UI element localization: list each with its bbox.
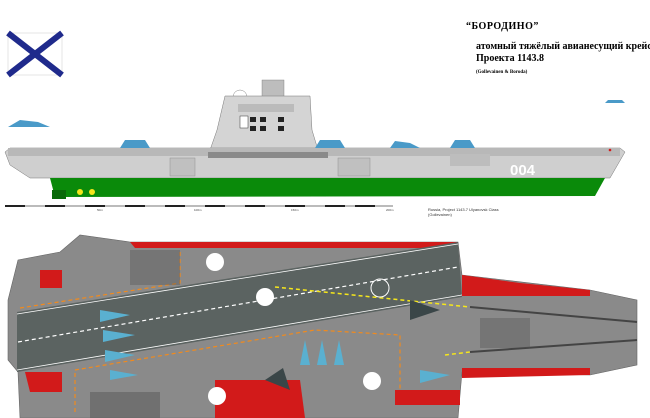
scale-label: 150m [291, 208, 299, 212]
deck-edge-sponsons [25, 242, 590, 418]
deck-parking-grid [90, 250, 530, 418]
flight-deck-plan [7, 234, 638, 418]
mast [261, 79, 285, 99]
propeller-icon [89, 189, 95, 195]
propeller-icon [77, 189, 83, 195]
side-view-profile: 004 [4, 79, 626, 199]
fighter-aircraft-icon [100, 310, 450, 383]
scale-label: 200m [386, 208, 394, 212]
project-number: Проекта 1143.8 [476, 53, 545, 64]
side-elevator [169, 157, 196, 177]
st-andrew-flag [6, 30, 64, 78]
hull-underwater [50, 178, 605, 197]
ship-name: “БОРОДИНО” [466, 21, 539, 32]
caption-line: Russia, Project 1143.7 Ulyanovsk Class [428, 207, 499, 212]
red-star-icon [608, 148, 612, 152]
aew-aircraft-icon [206, 253, 381, 405]
scale-label: 100m [194, 208, 202, 212]
ship-description: атомный тяжёлый авианесущий крейсер [476, 41, 650, 52]
catapult-tracks [469, 306, 638, 353]
scale-bar: 50m 100m 150m 200m [5, 205, 394, 212]
centerline-marking [17, 266, 459, 343]
authors: (Gollevainen & Boroda) [476, 70, 528, 75]
side-elevator [337, 157, 371, 177]
stealth-aircraft-icon [410, 300, 440, 320]
angled-deck [17, 242, 462, 372]
scale-label: 50m [97, 208, 103, 212]
parking-boundary-orange [19, 250, 401, 412]
launch-line-yellow [274, 286, 471, 356]
deck-edge-lines [16, 243, 463, 371]
hull-number: 004 [510, 162, 536, 179]
rudder [52, 190, 66, 199]
stealth-aircraft-icon [265, 368, 290, 390]
aircraft-icon [8, 100, 625, 148]
caption-line: (Gollevainen) [428, 212, 452, 217]
drawing-caption: Russia, Project 1143.7 Ulyanovsk Class (… [428, 207, 499, 217]
island-windows [250, 117, 284, 131]
helipad-marking [370, 278, 390, 298]
